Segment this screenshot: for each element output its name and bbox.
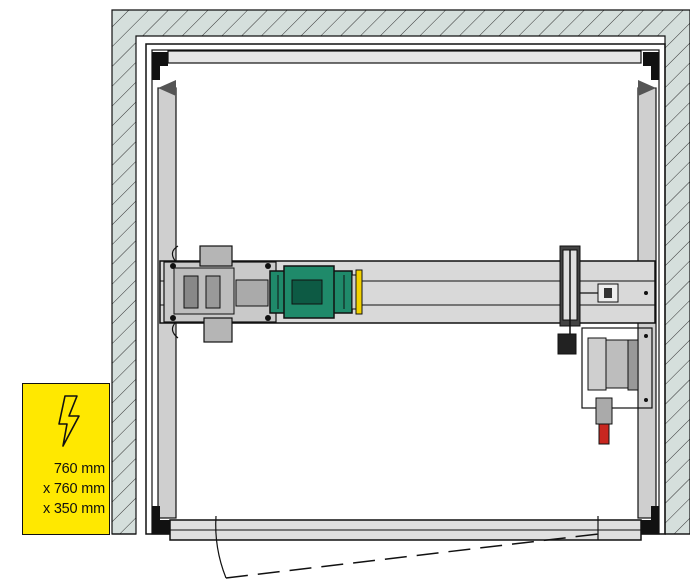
dimension-line-1: 760 mm — [53, 461, 105, 477]
bottom-right-corner — [641, 506, 659, 534]
left-guide-cap-top — [158, 80, 176, 96]
door-lock-mechanism — [581, 327, 653, 445]
electrical-panel-label: 760 mm x 760 mm x 350 mm — [22, 383, 110, 535]
top-left-corner — [152, 52, 168, 80]
drive-motor — [269, 265, 353, 319]
dimension-line-2: x 760 mm — [42, 481, 105, 497]
chain-sprocket — [557, 245, 581, 355]
beam-end-fitting — [580, 283, 648, 303]
gearbox-assembly — [163, 245, 277, 343]
motor-brake-yellow — [355, 269, 363, 315]
bottom-left-corner — [152, 506, 170, 534]
door-swing-path — [215, 515, 227, 579]
dimension-line-3: x 350 mm — [42, 501, 105, 517]
lightning-bolt-icon — [58, 395, 80, 447]
right-guide-cap-top — [638, 80, 656, 96]
top-right-corner — [643, 52, 659, 80]
top-rail — [167, 50, 642, 64]
